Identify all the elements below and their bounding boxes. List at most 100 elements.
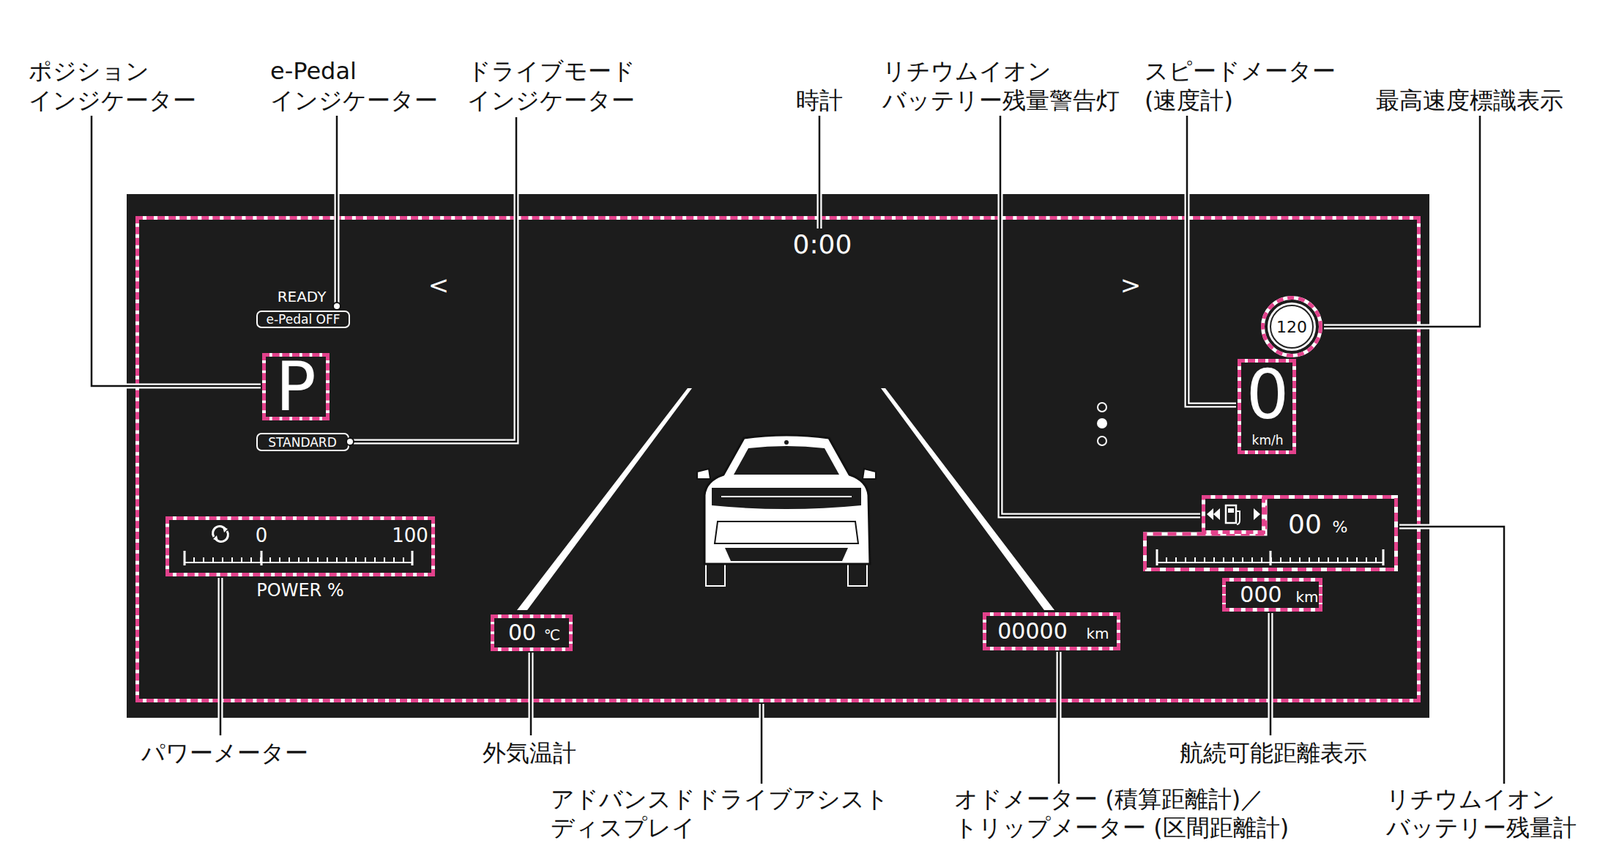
- car-mirror: [862, 468, 876, 479]
- sign-outline: [1263, 298, 1322, 356]
- callout-label: リチウムイオン バッテリー残量計: [1386, 784, 1588, 843]
- display-area: 0:00READY < > e-Pedal OFF P STANDARD 0 100POWER…: [135, 216, 1421, 703]
- car-mirror: [697, 468, 711, 479]
- leader-line: [353, 117, 517, 442]
- display-text: STANDARD: [268, 436, 337, 449]
- display-text: 0:00: [793, 231, 853, 258]
- leader-halo: [1056, 651, 1062, 784]
- lane-line: [516, 388, 692, 610]
- power-scale: [183, 561, 413, 564]
- leader-line: [1269, 612, 1272, 736]
- sign-face: [1267, 302, 1316, 351]
- page-dot: [1097, 436, 1107, 446]
- warning-arrows: [1206, 508, 1261, 520]
- battery-ticks: [1156, 557, 1384, 562]
- display-text: >: [1120, 272, 1142, 298]
- sign-outline-dash: [1263, 298, 1322, 356]
- leader-halo: [1323, 115, 1480, 327]
- car-sensor: [784, 440, 789, 445]
- display-text: ℃: [544, 627, 561, 643]
- drive-mode-indicator: STANDARD: [256, 432, 350, 452]
- speedometer: 0 km/h: [1237, 358, 1297, 455]
- car-wheel: [847, 560, 868, 586]
- leader-line: [1399, 526, 1505, 784]
- car-rear-window: [733, 445, 840, 475]
- display-text: P: [275, 353, 316, 422]
- battery-outline-dash: [1145, 497, 1397, 570]
- car-wheel: [705, 560, 725, 586]
- leader-line: [1000, 115, 1201, 516]
- display-text: %: [1332, 519, 1349, 536]
- callout-label: 外気温計: [482, 738, 577, 768]
- leader-line: [219, 577, 222, 736]
- display-text: 000: [1239, 583, 1282, 606]
- leader-end: [346, 437, 354, 446]
- car-body: [704, 434, 870, 564]
- callout-label: オドメーター (積算距離計)／ トリップメーター (区間距離計): [954, 784, 1306, 843]
- display-text: READY: [277, 289, 327, 304]
- regen-icon-head: [213, 526, 228, 542]
- display-text: 0: [1246, 361, 1290, 430]
- display-text: e-Pedal OFF: [266, 313, 341, 326]
- leader-line: [1323, 115, 1480, 327]
- leader-line: [818, 115, 821, 229]
- car-light-bar: [721, 495, 852, 498]
- power-meter: 0100POWER %: [165, 516, 435, 577]
- warning-pump-window: [1228, 508, 1234, 513]
- sign-ring: [1270, 305, 1313, 348]
- display-text: <: [428, 272, 450, 298]
- warning-box: [1203, 497, 1264, 533]
- leader-line: [530, 652, 533, 736]
- display-text: km: [1085, 626, 1109, 641]
- battery-scale: [1156, 561, 1384, 564]
- warning-pump: [1225, 505, 1237, 523]
- page-dot: [1097, 402, 1107, 412]
- callout-label: リチウムイオン バッテリー残量警告灯: [882, 56, 1136, 115]
- range-display: 000 km: [1222, 577, 1323, 612]
- callout-label: 航続可能距離表示: [1179, 738, 1368, 768]
- display-text: 100: [391, 525, 429, 545]
- outside-temperature: 00 ℃: [490, 614, 573, 651]
- page-dot: [1096, 418, 1108, 429]
- leader-halo: [528, 652, 534, 736]
- battery-gauge: 00%: [1143, 495, 1398, 572]
- leader-halo: [91, 115, 261, 386]
- warning-box-dash: [1203, 497, 1264, 533]
- leader-halo: [817, 115, 823, 229]
- warning-plug: [1236, 511, 1240, 525]
- leader-halo: [1268, 612, 1274, 736]
- display-text: 00000: [997, 620, 1067, 643]
- regen-icon: [213, 526, 229, 542]
- battery-scale-mark: [1156, 549, 1384, 566]
- display-background: [126, 194, 1430, 718]
- callout-label: スピードメーター (速度計): [1144, 56, 1354, 115]
- leader-line: [1187, 115, 1237, 405]
- odometer: 00000 km: [982, 612, 1121, 651]
- leader-halo: [1187, 115, 1237, 405]
- display-text: km/h: [1252, 434, 1284, 447]
- display-text: POWER %: [256, 581, 344, 599]
- display-text: 00: [508, 621, 537, 644]
- display-text: 0: [255, 525, 269, 545]
- display-text: 120: [1276, 319, 1308, 336]
- callout-label: 最高速度標識表示: [1375, 85, 1564, 115]
- power-ticks: [183, 557, 413, 562]
- speed-limit-sign: 120: [1260, 295, 1323, 358]
- car-taillight: [711, 487, 862, 509]
- display-text: km: [1295, 589, 1319, 605]
- leader-halo: [334, 115, 340, 304]
- callout-label: パワーメーター: [141, 738, 309, 768]
- leader-halo: [759, 703, 765, 784]
- leader-halo: [1000, 115, 1201, 516]
- leader-end: [333, 302, 341, 310]
- leader-line: [1058, 651, 1061, 784]
- lane-line: [880, 388, 1055, 610]
- callout-label: e-Pedal インジケーター: [270, 56, 446, 115]
- callout-label: 時計: [795, 85, 843, 115]
- e-pedal-indicator: e-Pedal OFF: [256, 310, 351, 329]
- power-scale-mark: [184, 550, 413, 566]
- display-text: 00: [1288, 511, 1322, 538]
- callout-label: アドバンスドドライブアシスト ディスプレイ: [550, 784, 895, 843]
- car-bumper: [724, 547, 848, 561]
